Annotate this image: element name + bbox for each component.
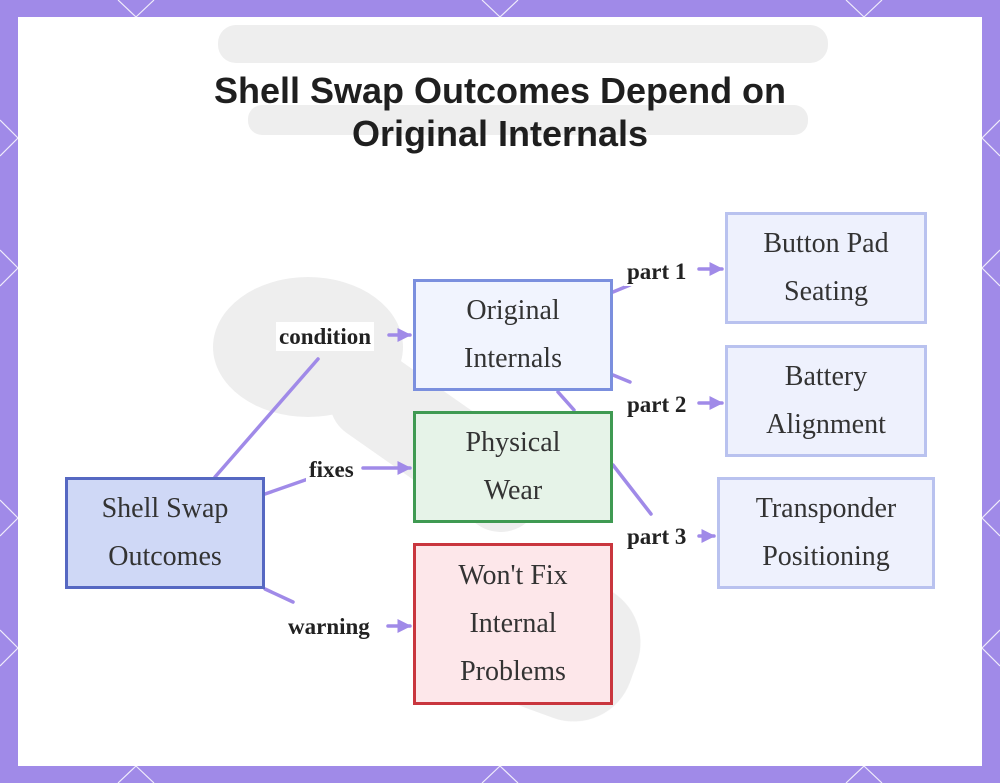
edge-root-original — [213, 335, 410, 479]
node-original-internals: Original Internals — [413, 279, 613, 391]
edge-label-part-3: part 3 — [624, 522, 690, 551]
diagram-card: Shell Swap Outcomes Depend on Original I… — [18, 17, 982, 766]
edge-label-fixes: fixes — [306, 455, 357, 484]
edge-root-wontfix — [263, 587, 410, 626]
diagram-title: Shell Swap Outcomes Depend on Original I… — [18, 69, 982, 155]
edge-original-transponder — [556, 390, 714, 536]
edges-layer — [213, 17, 982, 766]
node-battery-alignment: Battery Alignment — [725, 345, 927, 457]
node-physical-wear: Physical Wear — [413, 411, 613, 523]
node-wont-fix-internal-problems: Won't Fix Internal Problems — [413, 543, 613, 705]
edge-label-part-2: part 2 — [624, 390, 690, 419]
edge-label-warning: warning — [285, 612, 373, 641]
edge-original-button — [611, 269, 722, 294]
node-transponder-positioning: Transponder Positioning — [717, 477, 935, 589]
node-button-pad-seating: Button Pad Seating — [725, 212, 927, 324]
edge-root-physical — [263, 468, 410, 496]
node-shell-swap-outcomes: Shell Swap Outcomes — [65, 477, 265, 589]
title-line-1: Shell Swap Outcomes Depend on — [213, 70, 787, 111]
edge-label-condition: condition — [276, 322, 375, 351]
edge-original-battery — [611, 373, 722, 403]
edge-label-part-1: part 1 — [624, 257, 690, 286]
title-line-2: Original Internals — [351, 113, 649, 154]
